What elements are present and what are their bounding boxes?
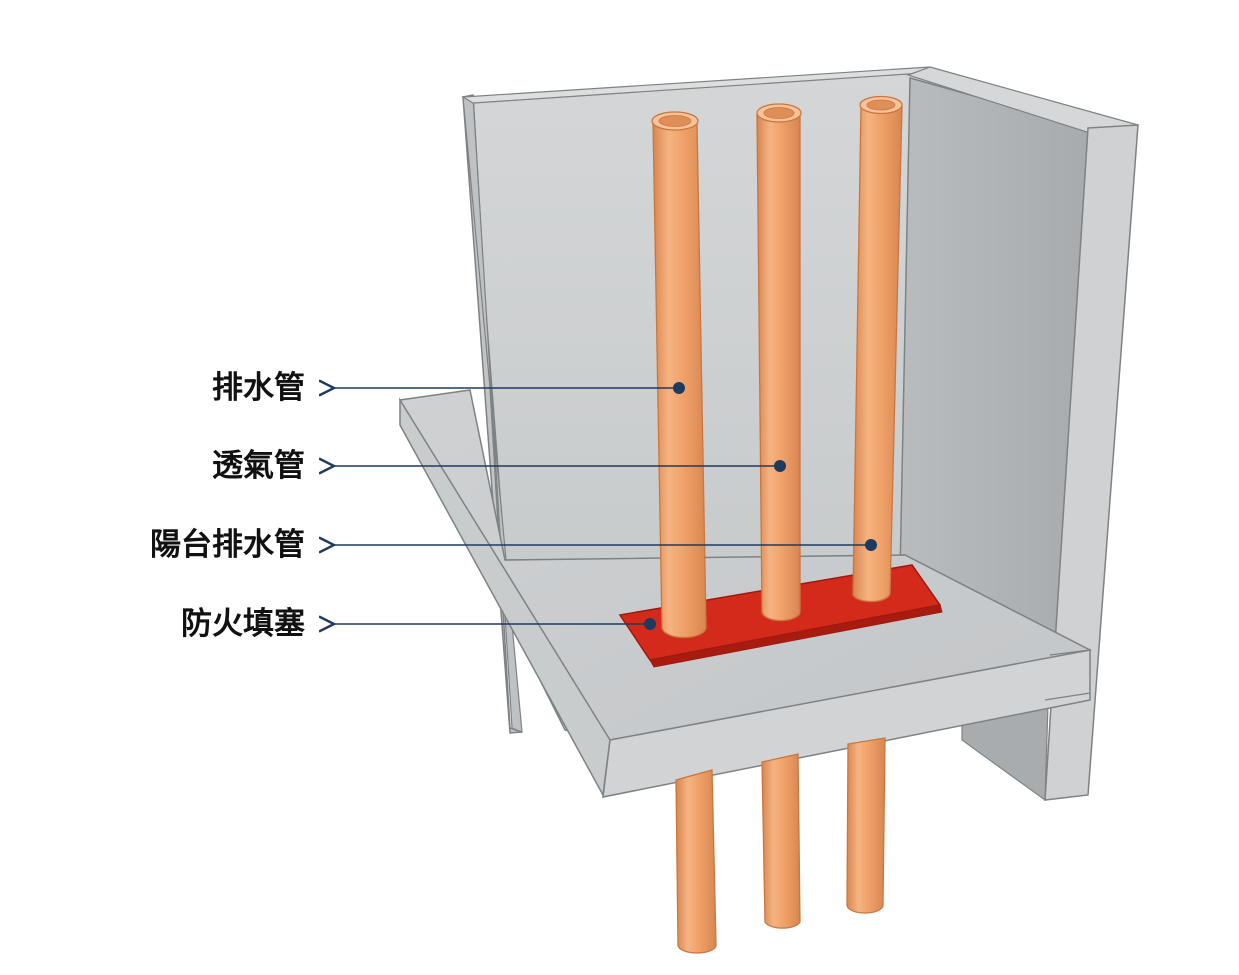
upper-pipes <box>651 95 903 639</box>
upper-pipe-vent <box>756 103 802 622</box>
fire-stop-edge <box>649 604 943 668</box>
lower-pipes <box>675 737 886 954</box>
upper-pipe-balcony-drain <box>852 95 903 603</box>
right-wall-front-end <box>1044 124 1139 801</box>
lower-pipe-3 <box>846 737 886 914</box>
leader-dot-vent-pipe <box>774 460 786 472</box>
leader-dot-balcony-drain-pipe <box>865 539 877 551</box>
label-drain-pipe: 排水管 <box>212 370 305 406</box>
callout-vent-pipe: 透氣管 <box>212 448 786 484</box>
lower-pipe-2 <box>761 753 801 929</box>
callout-balcony-drain-pipe: 陽台排水管 <box>150 527 877 563</box>
label-vent-pipe: 透氣管 <box>212 448 305 484</box>
callout-drain-pipe: 排水管 <box>212 370 685 406</box>
concrete-structure <box>398 66 1139 802</box>
label-balcony-drain-pipe: 陽台排水管 <box>150 527 305 563</box>
upper-pipe-drain <box>651 111 707 639</box>
label-fire-stop: 防火填塞 <box>181 606 305 642</box>
callouts: 排水管 透氣管 陽台排水管 防火填塞 <box>150 370 877 642</box>
lower-pipe-1 <box>675 769 717 954</box>
leader-dot-fire-stop <box>644 618 656 630</box>
slab-front-edge <box>602 649 1091 798</box>
callout-fire-stop: 防火填塞 <box>181 606 656 642</box>
leader-dot-drain-pipe <box>673 382 685 394</box>
